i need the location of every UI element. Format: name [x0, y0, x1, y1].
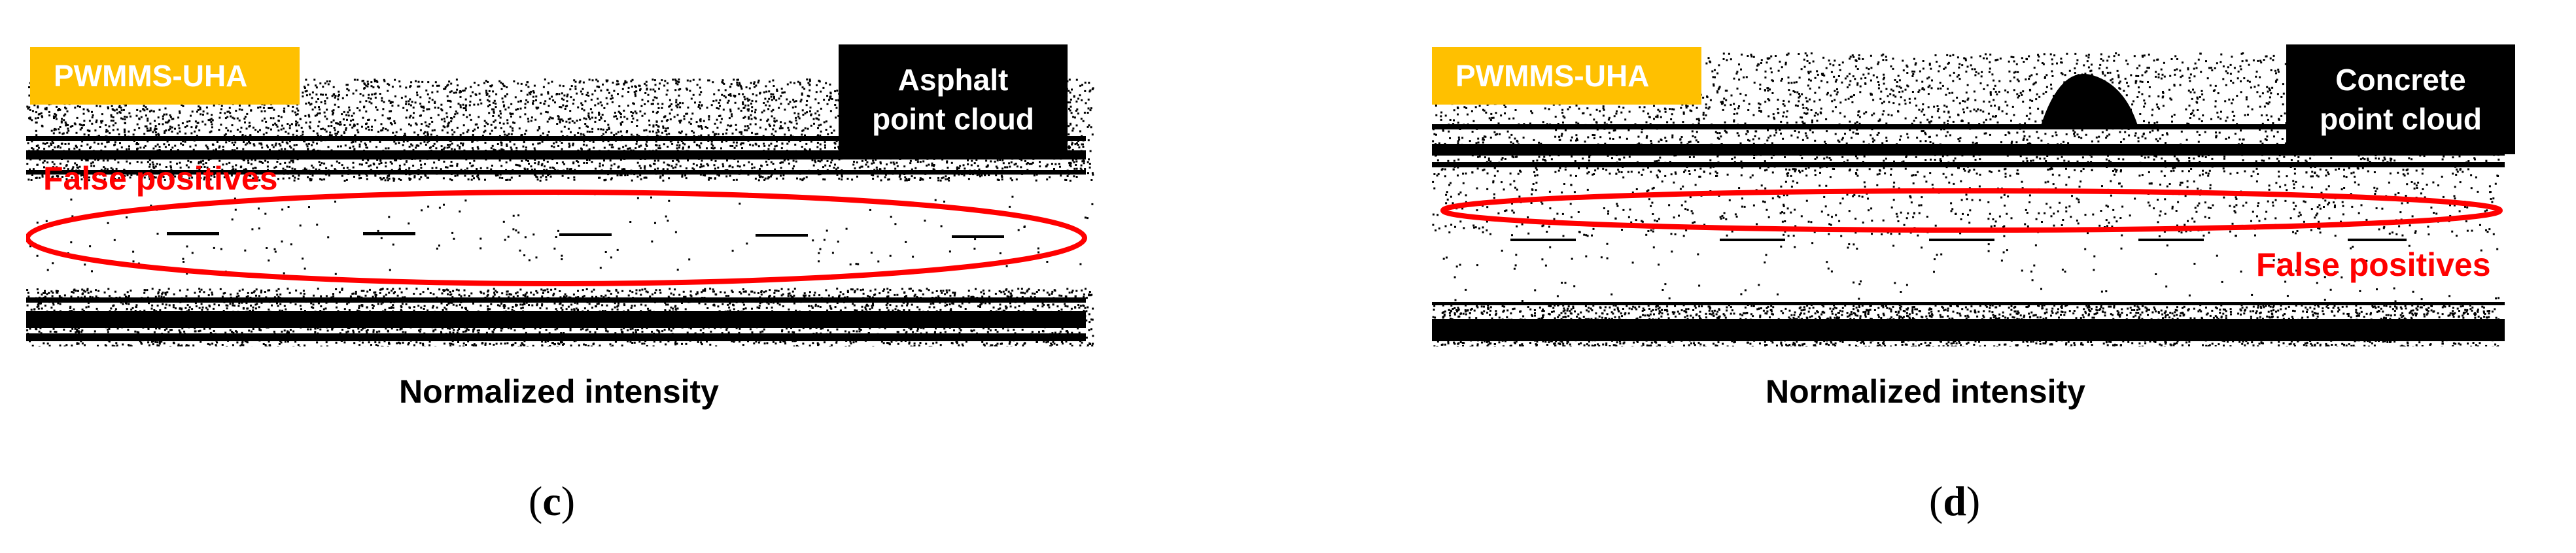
false-positive-ellipse: [1440, 188, 2503, 233]
lane-bands: [26, 136, 1086, 341]
caption-open: (: [529, 478, 543, 524]
lane-dashes: [1510, 239, 2407, 241]
caption-close: ): [561, 478, 576, 524]
false-positives-annotation: False positives: [43, 160, 278, 197]
point-cloud-type-label: Asphalt point cloud: [839, 44, 1068, 154]
false-positives-annotation: False positives: [2256, 246, 2491, 283]
caption-close: ): [1966, 478, 1981, 524]
label-line-1: Asphalt: [897, 63, 1009, 97]
caption-letter: d: [1943, 478, 1966, 524]
bump-shape: [2040, 73, 2138, 127]
figure-panel-c: PWMMS-UHA Asphalt point cloud False posi…: [26, 44, 1094, 526]
lane-dashes: [167, 232, 1004, 238]
panel-caption: (c): [529, 477, 575, 526]
label-line-2: point cloud: [872, 102, 1034, 136]
x-axis-label: Normalized intensity: [1766, 373, 2085, 410]
concrete-point-cloud-image: [1432, 52, 2505, 346]
method-tag: PWMMS-UHA: [30, 47, 300, 105]
x-axis-label: Normalized intensity: [399, 373, 719, 410]
figure-panel-d: PWMMS-UHA Concrete point cloud False pos…: [1288, 0, 2576, 553]
false-positive-ellipse: [26, 190, 1087, 286]
caption-open: (: [1929, 478, 1943, 524]
caption-letter: c: [542, 478, 561, 524]
panel-caption: (d): [1929, 477, 1980, 526]
point-cloud-type-label: Concrete point cloud: [2286, 44, 2515, 154]
label-line-2: point cloud: [2320, 102, 2482, 136]
lane-bands: [1432, 124, 2505, 341]
asphalt-point-cloud-image: [26, 78, 1094, 346]
method-tag: PWMMS-UHA: [1432, 47, 1701, 105]
label-line-1: Concrete: [2335, 63, 2466, 97]
